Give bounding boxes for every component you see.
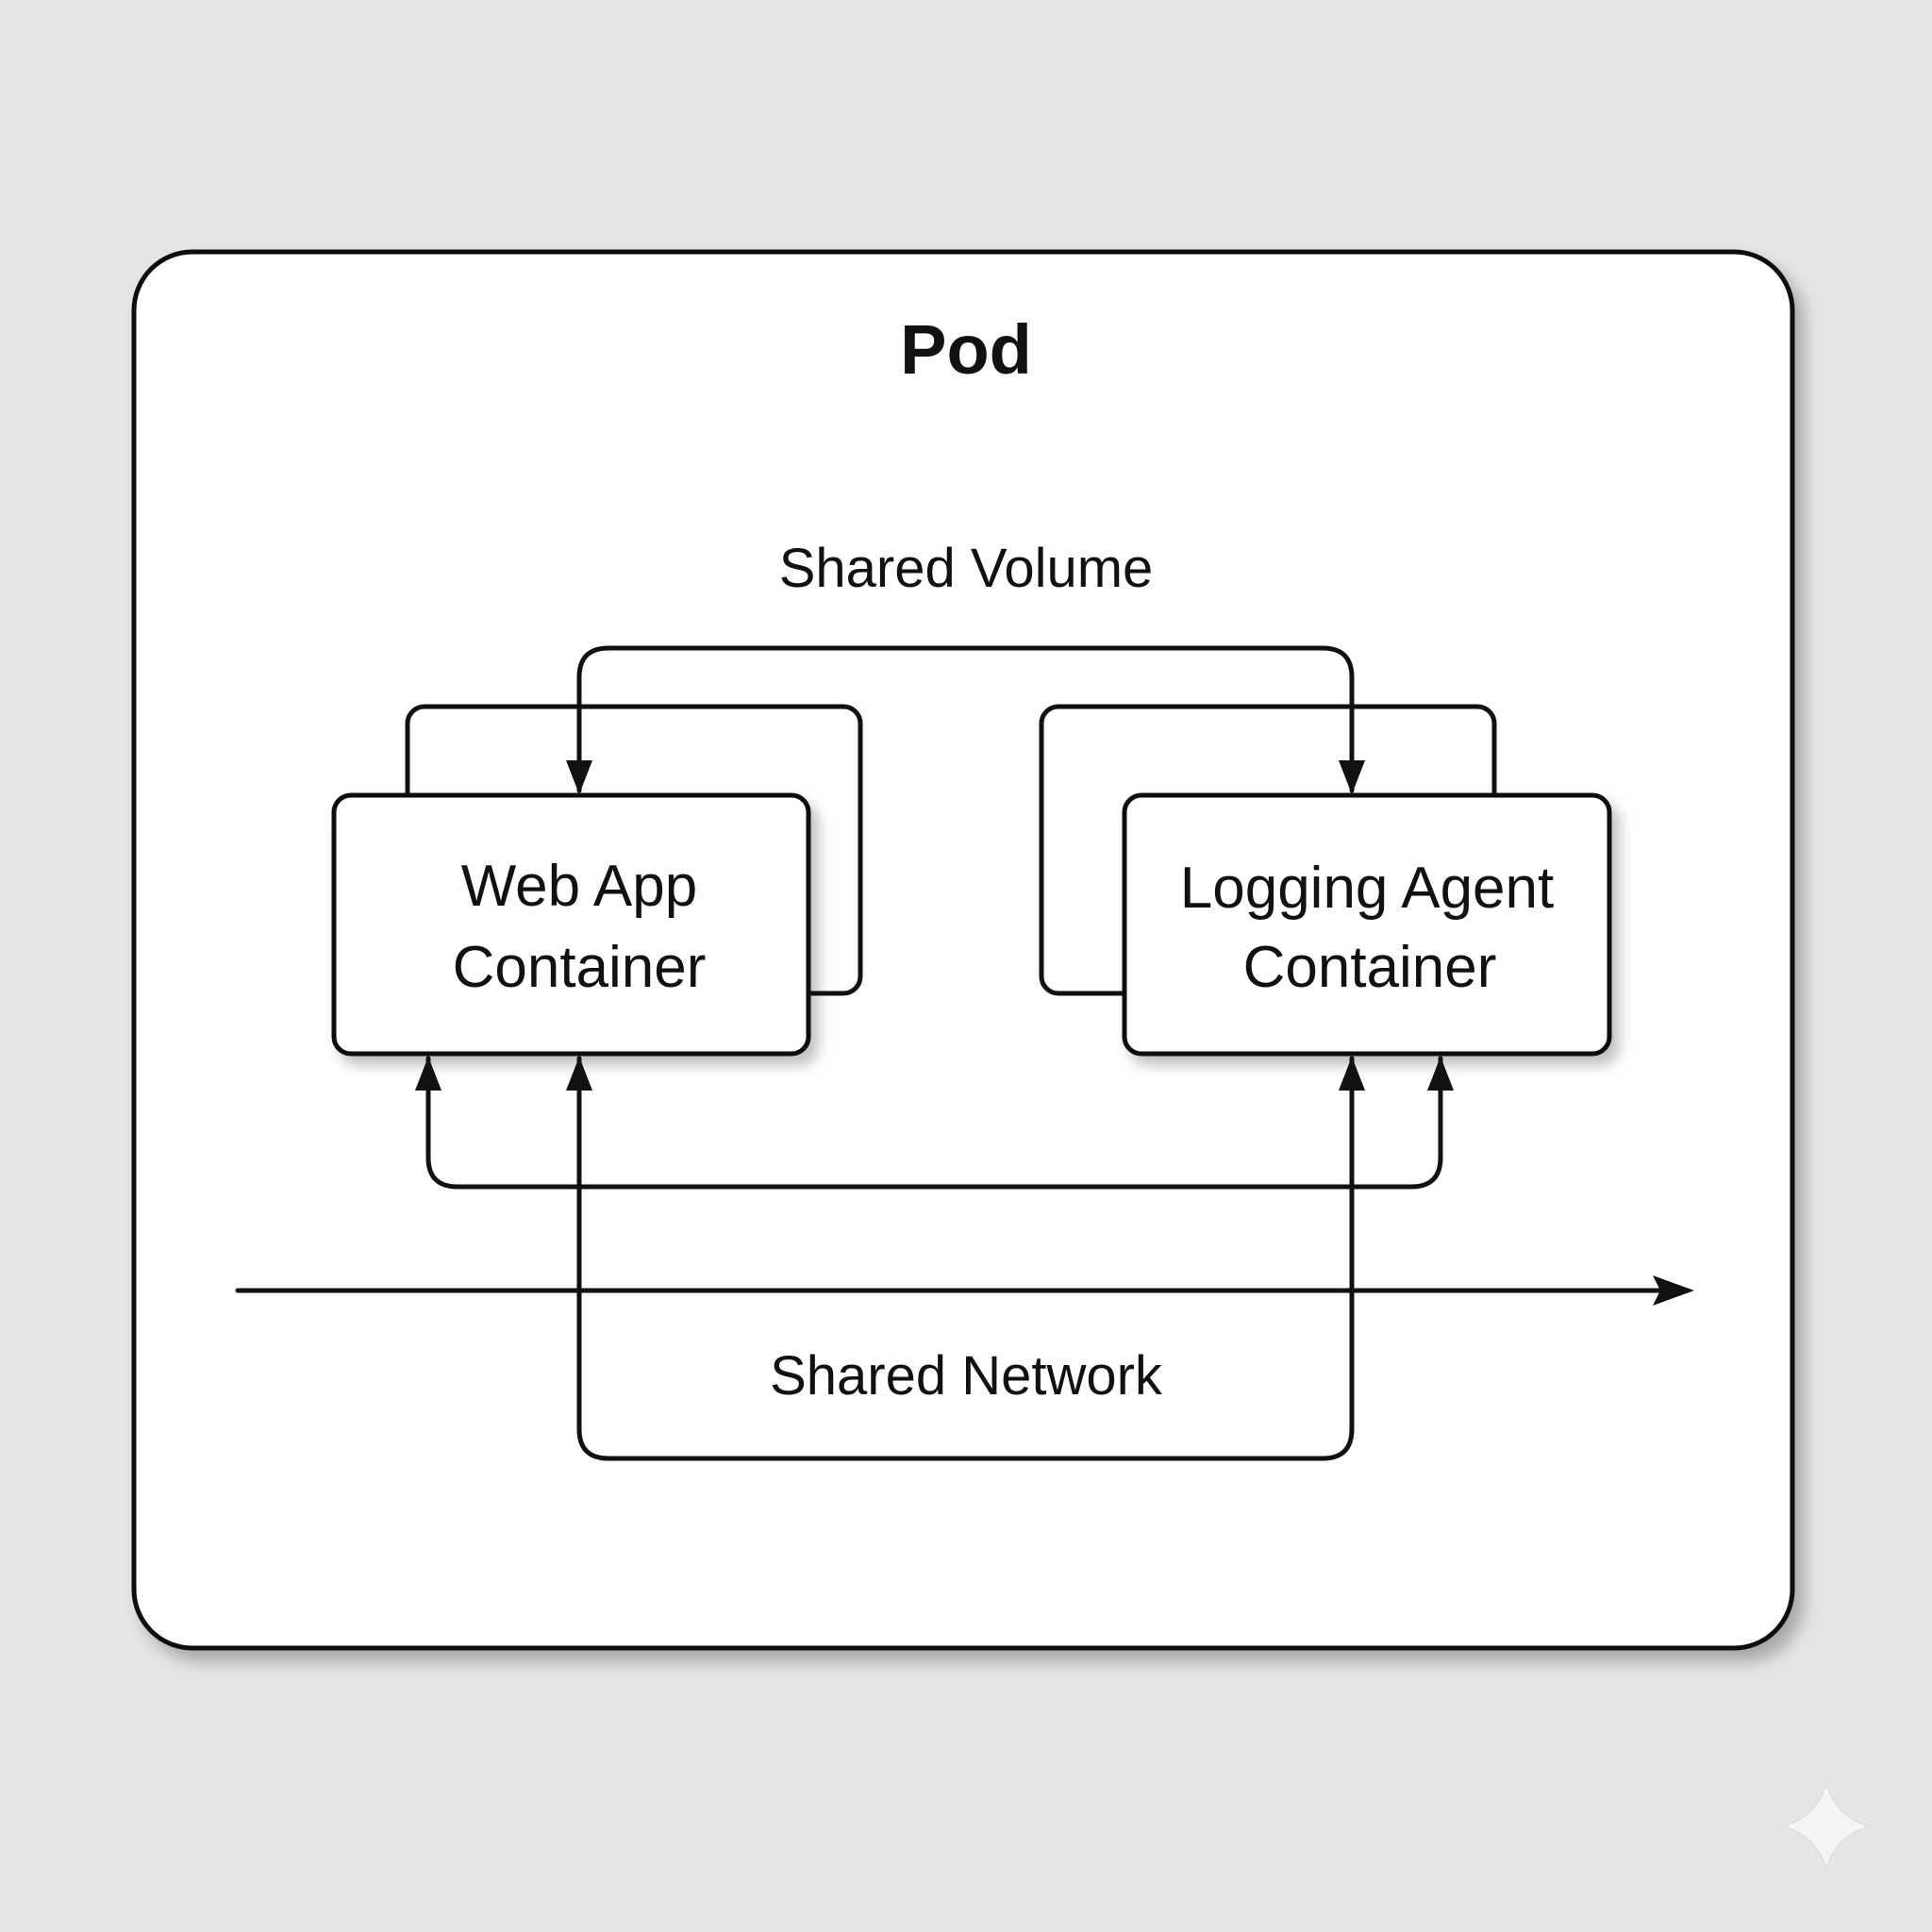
sparkle-icon [1780, 1780, 1873, 1873]
network-flow-arrowhead [1653, 1275, 1694, 1306]
shared-network-label: Shared Network [770, 1345, 1163, 1407]
logging-agent-line1: Logging Agent [1180, 856, 1555, 921]
shared-volume-connector [576, 645, 1355, 793]
logging-agent-container-box [1122, 792, 1612, 1057]
network-arrow-logging-agent [1339, 1057, 1365, 1091]
web-app-line1: Web App [461, 854, 697, 919]
inner-bottom-connector [425, 1056, 1443, 1190]
pod-frame [131, 249, 1795, 1651]
inner-arrow-logging-agent [1427, 1057, 1454, 1091]
logging-agent-line2: Container [1243, 935, 1497, 1000]
pod-title: Pod [900, 310, 1032, 389]
shared-volume-label: Shared Volume [779, 538, 1154, 599]
web-app-line2: Container [453, 935, 707, 1000]
volume-arrow-logging-agent [1339, 760, 1365, 794]
inner-arrow-web-app [415, 1057, 441, 1091]
web-app-container-box [331, 792, 811, 1057]
shared-network-connector [576, 1056, 1355, 1461]
volume-arrow-web-app [566, 760, 592, 794]
network-arrow-web-app [566, 1057, 592, 1091]
